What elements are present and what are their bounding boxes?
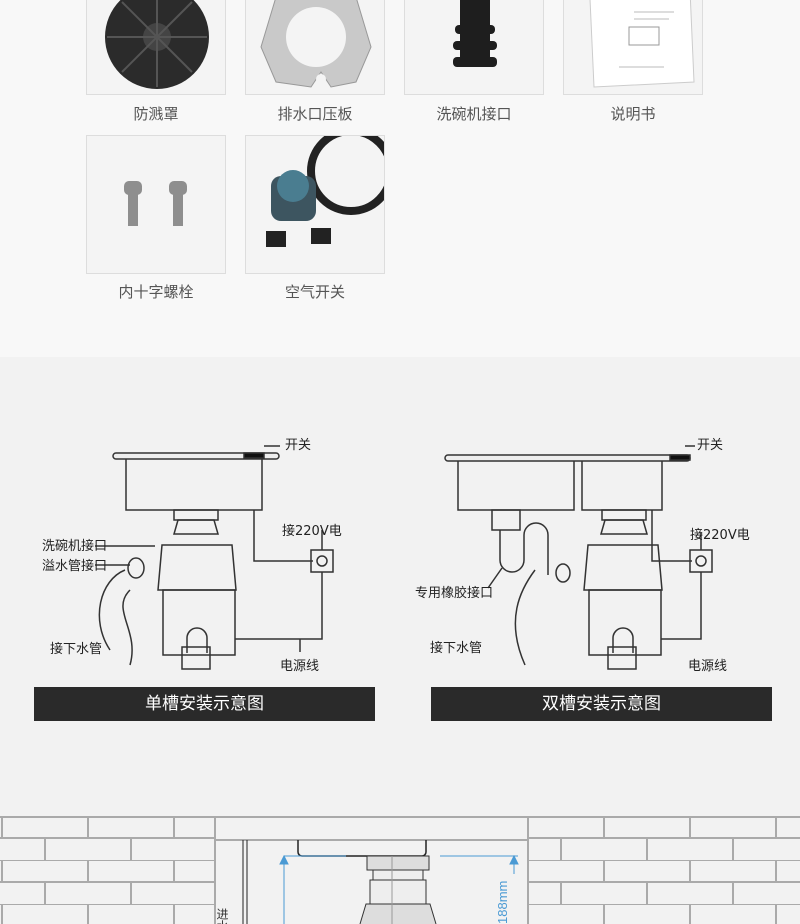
rubber-connector-label: 专用橡胶接口: [415, 586, 494, 601]
accessory-label: 说明书: [610, 105, 656, 123]
bolt-thumb: [86, 135, 226, 274]
accessory-label: 防溅罩: [133, 105, 179, 123]
dishwasher-connector-thumb: [404, 0, 544, 95]
air-switch-icon: [266, 136, 384, 247]
double-sink-title: 双槽安装示意图: [431, 687, 772, 721]
accessories-section: 防溅罩 排水口压板 洗碗机接口 说明书 内十字螺栓 空气开关: [0, 0, 800, 357]
switch-label: 开关: [697, 438, 724, 453]
brick-wall-dimension-diagram: 188mm 进水: [0, 816, 800, 924]
cable-label: 电源线: [280, 659, 320, 674]
splash-guard-icon: [105, 0, 209, 89]
accessory-label: 洗碗机接口: [436, 105, 512, 123]
dishwasher-port-label: 洗碗机接口: [42, 539, 108, 554]
bolt-icon: [124, 181, 187, 226]
drain-label: 接下水管: [430, 641, 483, 656]
single-sink-title: 单槽安装示意图: [34, 687, 375, 721]
double-sink-diagram: [444, 445, 713, 670]
splash-guard-thumb: [86, 0, 226, 95]
power-in-label: 接220V电: [282, 524, 342, 539]
drain-label: 接下水管: [50, 642, 103, 657]
inlet-side-label: 进水: [215, 908, 229, 924]
power-in-label: 接220V电: [690, 528, 750, 543]
accessory-label: 排水口压板: [277, 105, 353, 123]
drain-plate-thumb: [245, 0, 385, 95]
manual-icon: [589, 0, 695, 88]
switch-label: 开关: [285, 438, 312, 453]
dishwasher-connector-icon: [453, 0, 497, 67]
manual-thumb: [563, 0, 703, 95]
cable-label: 电源线: [688, 659, 728, 674]
accessory-label: 空气开关: [284, 283, 345, 301]
overflow-port-label: 溢水管接口: [42, 559, 108, 574]
accessory-label: 内十字螺栓: [118, 283, 194, 301]
air-switch-thumb: [245, 135, 385, 274]
height-dimension-label: 188mm: [495, 881, 510, 924]
drain-plate-icon: [260, 0, 372, 88]
single-sink-diagram: [95, 445, 334, 670]
